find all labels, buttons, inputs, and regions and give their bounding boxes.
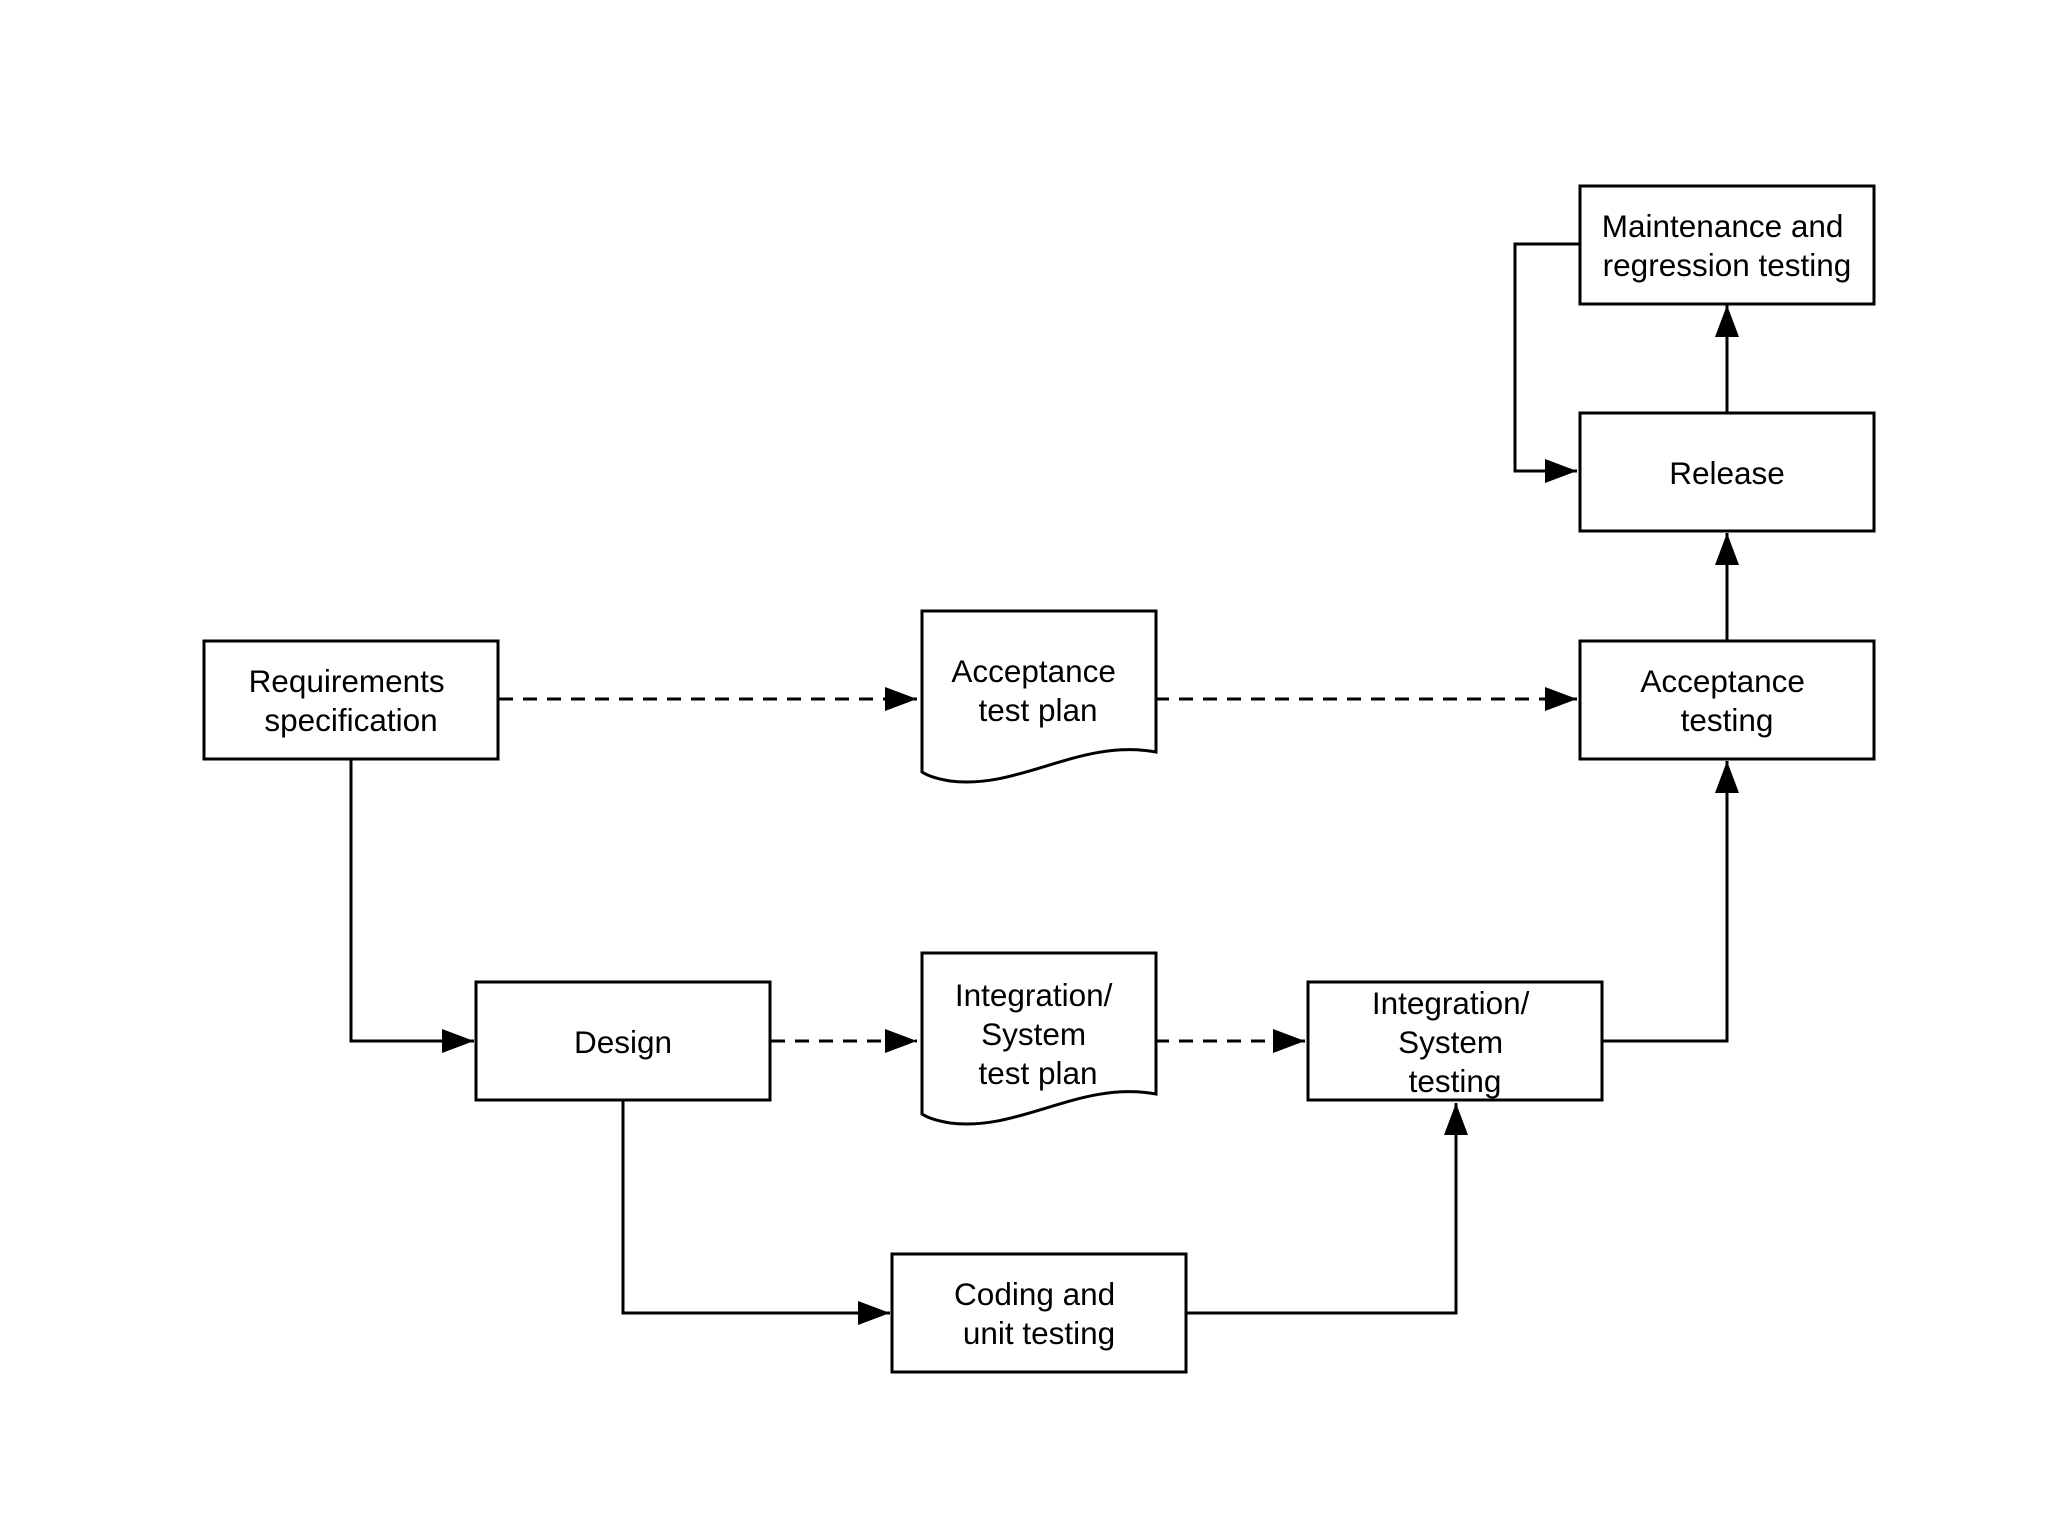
node-requirements-specification: Requirements specification (202, 639, 500, 761)
node-label: Design (574, 1024, 672, 1060)
node-label: Maintenance and regression testing (1602, 208, 1852, 283)
node-acceptance-testing: Acceptance testing (1578, 639, 1876, 761)
node-design: Design (474, 980, 772, 1102)
node-integration-system-testing: Integration/ System testing (1306, 980, 1604, 1102)
node-label: Acceptance testing (1640, 663, 1813, 738)
node-label: Integration/ System testing (1372, 985, 1538, 1099)
node-label: Integration/ System test plan (955, 977, 1121, 1091)
node-label: Requirements specification (249, 663, 454, 738)
node-coding-and-unit-testing: Coding and unit testing (890, 1252, 1188, 1374)
edge-integration-testing-to-acceptance-testing (1603, 761, 1739, 1043)
node-maintenance-and-regression-testing: Maintenance and regression testing (1578, 184, 1876, 306)
edge-maintenance-to-release (1513, 242, 1580, 483)
node-label: Release (1669, 455, 1785, 491)
edge-coding-to-integration-testing (1187, 1103, 1468, 1315)
node-release: Release (1578, 411, 1876, 533)
edge-requirements-to-design (349, 759, 474, 1053)
edge-design-to-coding (621, 1101, 890, 1325)
edges (349, 242, 1739, 1325)
node-label: Acceptance test plan (951, 653, 1124, 728)
node-acceptance-test-plan: Acceptance test plan (920, 609, 1158, 784)
node-integration-system-test-plan: Integration/ System test plan (920, 951, 1158, 1126)
node-label: Coding and unit testing (954, 1276, 1124, 1351)
